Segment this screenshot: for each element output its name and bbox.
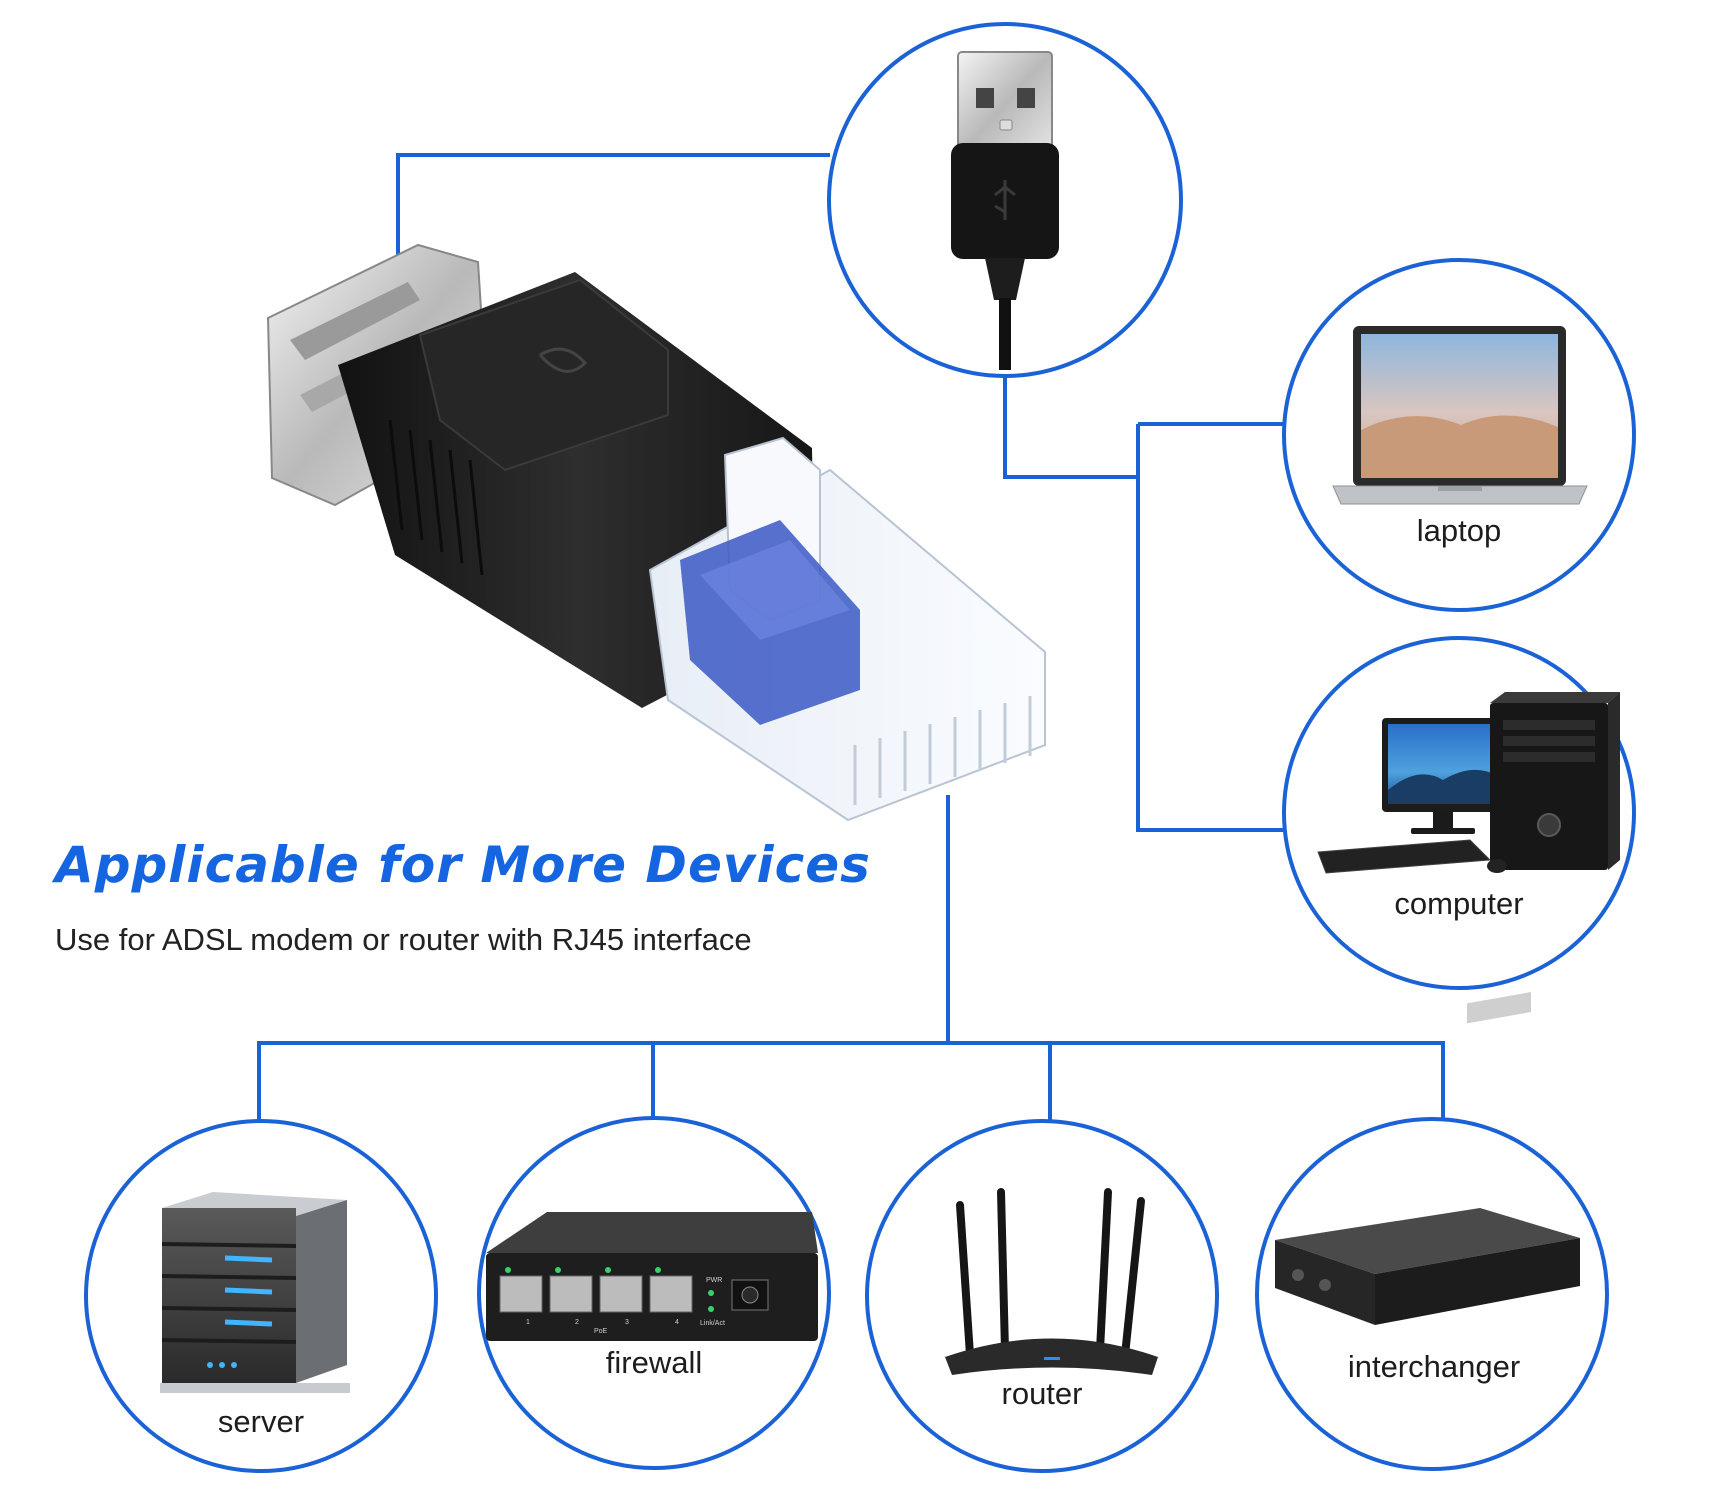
label-laptop: laptop bbox=[1417, 513, 1501, 548]
switch-port-number: 1 bbox=[526, 1319, 530, 1326]
switch-pwr-label: PWR bbox=[706, 1277, 722, 1284]
line-adapter-to-usb bbox=[396, 153, 830, 268]
wifi-router-icon bbox=[945, 1188, 1158, 1375]
rack-switch-icon bbox=[1275, 992, 1580, 1325]
server-icon bbox=[160, 1192, 350, 1393]
desktop-computer-icon bbox=[1317, 692, 1620, 874]
label-router: router bbox=[1002, 1376, 1083, 1411]
switch-port-number: 3 bbox=[625, 1319, 629, 1326]
switch-poe-label: PoE bbox=[594, 1328, 608, 1335]
switch-port-number: 2 bbox=[575, 1319, 579, 1326]
ethernet-switch-icon: PWR Link/Act PoE 1 2 3 4 bbox=[486, 1212, 818, 1341]
switch-link-act-label: Link/Act bbox=[700, 1320, 725, 1327]
connector-lines bbox=[257, 153, 1445, 1122]
switch-port-number: 4 bbox=[675, 1319, 679, 1326]
usb-female-to-rj45-adapter-icon bbox=[266, 243, 1046, 822]
line-usb-to-pcs bbox=[1003, 372, 1138, 479]
label-computer: computer bbox=[1394, 886, 1523, 921]
headline: Applicable for More Devices bbox=[55, 836, 871, 894]
label-interchanger: interchanger bbox=[1348, 1349, 1520, 1384]
line-bottom-bus bbox=[257, 1041, 1445, 1120]
router-circle bbox=[865, 1119, 1219, 1473]
laptop-icon bbox=[1332, 326, 1588, 505]
usb-a-plug-icon bbox=[951, 51, 1059, 370]
line-pc-trunk bbox=[1136, 424, 1285, 832]
label-firewall: firewall bbox=[606, 1345, 702, 1380]
subline: Use for ADSL modem or router with RJ45 i… bbox=[55, 922, 752, 957]
label-server: server bbox=[218, 1404, 304, 1439]
